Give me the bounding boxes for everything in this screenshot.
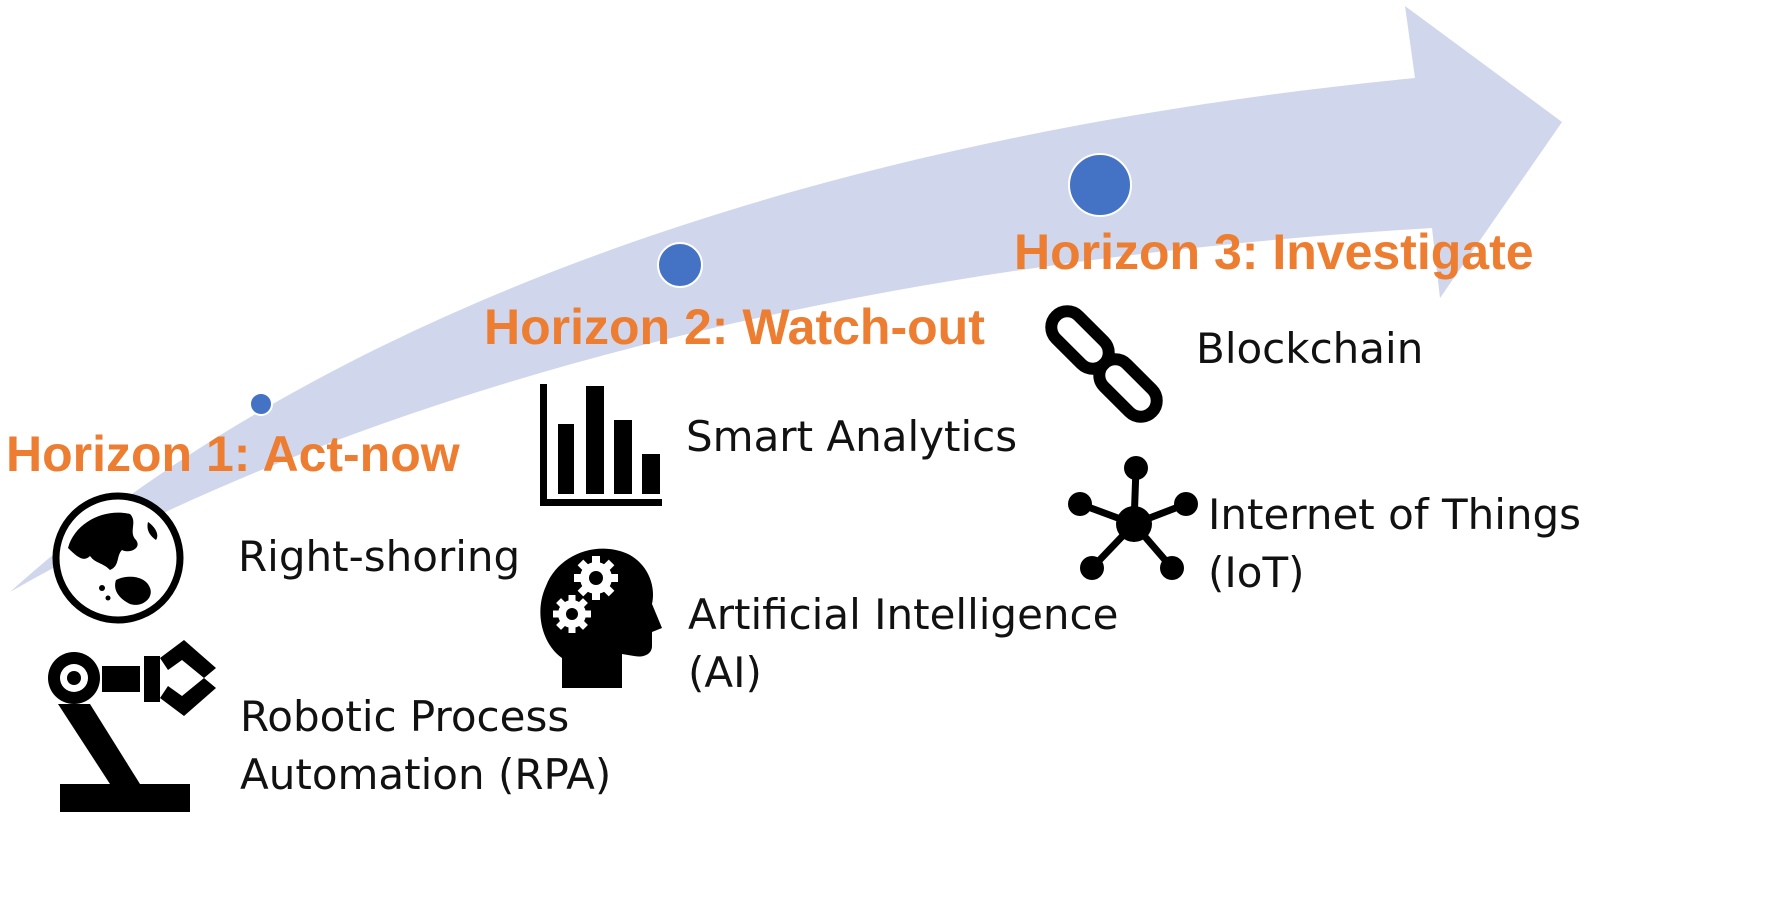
right-shoring-label: Right-shoring xyxy=(238,528,520,586)
blockchain-line-1: Blockchain xyxy=(1196,324,1424,373)
smart-analytics-label: Smart Analytics xyxy=(686,408,1017,466)
iot-label: Internet of Things (IoT) xyxy=(1208,486,1581,602)
rpa-line-1: Robotic Process xyxy=(240,692,570,741)
marker-medium xyxy=(657,242,703,288)
horizon-2-title: Horizon 2: Watch-out xyxy=(484,299,985,355)
marker-large xyxy=(1068,153,1132,217)
iot-line-1: Internet of Things xyxy=(1208,490,1582,539)
horizon-1-title: Horizon 1: Act-now xyxy=(6,426,460,482)
ai-label: Artificial Intelligence (AI) xyxy=(688,586,1118,702)
ai-line-2: (AI) xyxy=(688,648,762,697)
head-gears-icon xyxy=(538,542,664,690)
network-hub-icon xyxy=(1062,454,1202,584)
bar-chart-icon xyxy=(538,382,666,508)
rpa-label: Robotic Process Automation (RPA) xyxy=(240,688,611,804)
ai-line-1: Artificial Intelligence xyxy=(688,590,1119,639)
smart-analytics-line-1: Smart Analytics xyxy=(686,412,1018,461)
robot-arm-icon xyxy=(44,634,220,812)
chain-link-icon xyxy=(1040,302,1170,426)
marker-small xyxy=(249,392,273,416)
arrow-shape xyxy=(10,6,1562,592)
iot-line-2: (IoT) xyxy=(1208,548,1305,597)
rpa-line-2: Automation (RPA) xyxy=(240,750,612,799)
right-shoring-line-1: Right-shoring xyxy=(238,532,521,581)
horizon-3-title: Horizon 3: Investigate xyxy=(1014,224,1534,280)
blockchain-label: Blockchain xyxy=(1196,320,1423,378)
globe-icon xyxy=(50,492,186,624)
